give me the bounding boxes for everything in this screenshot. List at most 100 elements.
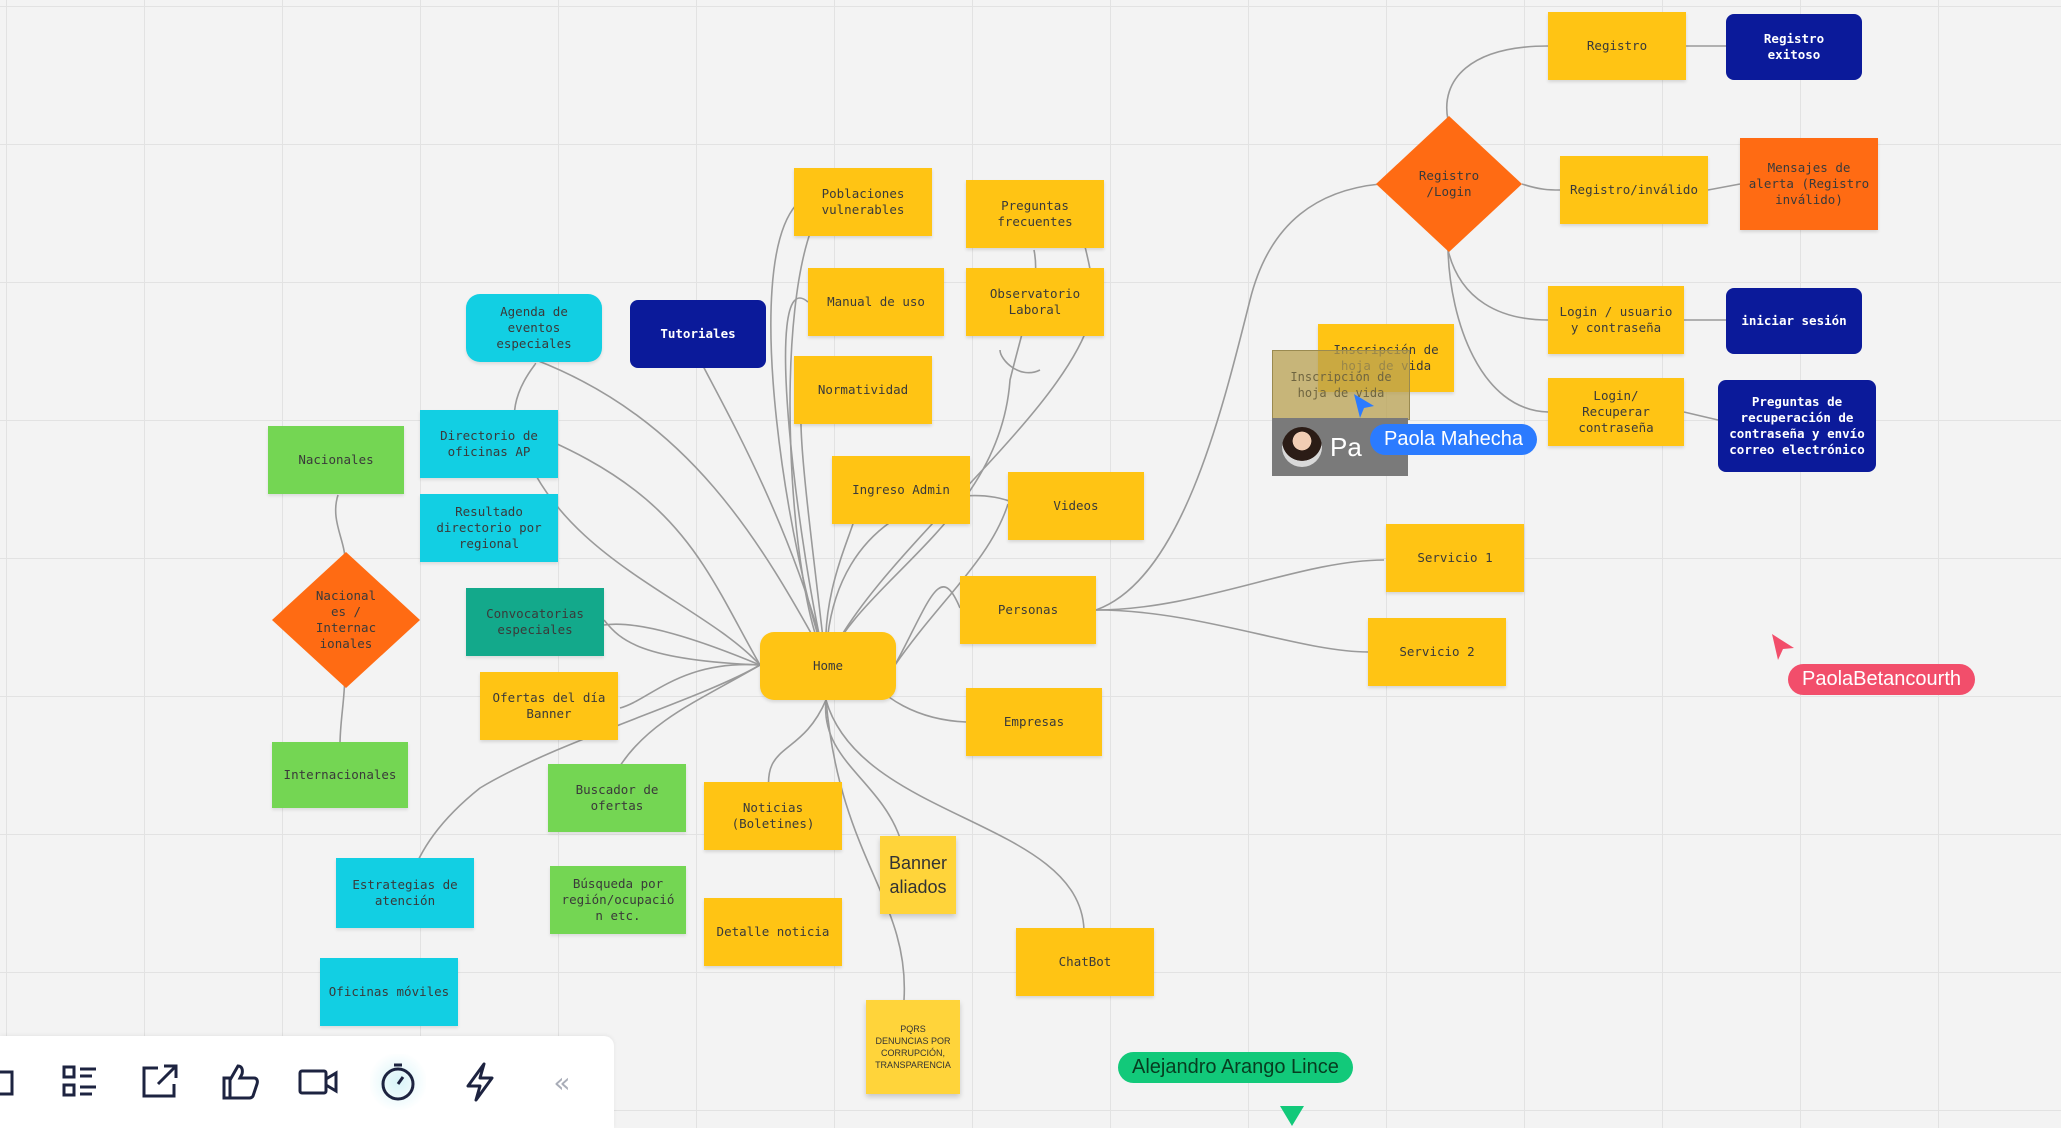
node-registro-label: Registro	[1586, 38, 1648, 53]
node-resultado-directorio-label: Resultado directorio por regional	[436, 504, 542, 551]
diamond-label: Registro /Login	[1418, 168, 1480, 199]
node-convocatorias-label: Convocatorias especiales	[486, 606, 584, 637]
node-mensajes-alerta[interactable]: Mensajes de alerta (Registro inválido)	[1740, 138, 1878, 230]
node-directorio-label: Directorio de oficinas AP	[440, 428, 538, 459]
chevrons-left-icon: «	[553, 1065, 571, 1099]
node-login-usuario-label: Login / usuario y contraseña	[1559, 304, 1673, 335]
collaborator-cursor-alejandro: Alejandro Arango Lince	[1118, 1052, 1353, 1083]
node-preguntas-frecuentes-label: Preguntas frecuentes	[997, 198, 1073, 229]
collaborator-cursor-paola-betancourth: PaolaBetancourth	[1788, 664, 1976, 695]
node-iniciar-sesion[interactable]: iniciar sesión	[1726, 288, 1862, 354]
node-preguntas-recuperacion[interactable]: Preguntas de recuperación de contraseña …	[1718, 380, 1876, 472]
share-icon[interactable]	[132, 1054, 188, 1110]
cursor-arrow-icon	[1280, 1106, 1304, 1126]
node-busqueda-label: Búsqueda por región/ocupación etc.	[561, 876, 675, 923]
node-normatividad-label: Normatividad	[817, 382, 909, 397]
node-preguntas-recuperacion-label: Preguntas de recuperación de contraseña …	[1729, 394, 1865, 457]
node-servicio-1[interactable]: Servicio 1	[1386, 524, 1524, 592]
node-ofertas-dia[interactable]: Ofertas del día Banner	[480, 672, 618, 740]
node-detalle-noticia-label: Detalle noticia	[716, 924, 830, 939]
node-observatorio[interactable]: Observatorio Laboral	[966, 268, 1104, 336]
node-oficinas-moviles-label: Oficinas móviles	[328, 984, 450, 999]
node-videos[interactable]: Videos	[1008, 472, 1144, 540]
bottom-toolbar: «	[0, 1036, 614, 1128]
node-noticias-label: Noticias (Boletines)	[731, 800, 815, 831]
node-servicio-1-label: Servicio 1	[1417, 550, 1493, 565]
node-registro-exitoso-label: Registro exitoso	[1763, 31, 1825, 62]
collapse-toolbar-button[interactable]: «	[534, 1054, 590, 1110]
node-convocatorias[interactable]: Convocatorias especiales	[466, 588, 604, 656]
sticky-banner-aliados[interactable]: Banner aliados	[880, 836, 956, 914]
node-login-usuario[interactable]: Login / usuario y contraseña	[1548, 286, 1684, 354]
node-ingreso-admin[interactable]: Ingreso Admin	[832, 456, 970, 524]
node-agenda-label: Agenda de eventos especiales	[496, 304, 572, 351]
node-manual-label: Manual de uso	[827, 294, 925, 309]
node-nacionales-internacionales-diamond[interactable]: Nacional es / Internac ionales	[272, 552, 420, 688]
node-poblaciones-label: Poblaciones vulnerables	[821, 186, 905, 217]
node-login-recuperar[interactable]: Login/ Recuperar contraseña	[1548, 378, 1684, 446]
avatar-card-name: Pa	[1330, 431, 1362, 462]
sticky-pqrs[interactable]: PQRS DENUNCIAS POR CORRUPCIÓN, TRANSPARE…	[866, 1000, 960, 1094]
node-registro-login-diamond[interactable]: Registro /Login	[1376, 116, 1522, 252]
node-personas-label: Personas	[997, 602, 1059, 617]
node-agenda-eventos[interactable]: Agenda de eventos especiales	[466, 294, 602, 362]
cursor-name: Alejandro Arango Lince	[1132, 1056, 1339, 1078]
node-buscador-ofertas[interactable]: Buscador de ofertas	[548, 764, 686, 832]
node-tutoriales-label: Tutoriales	[660, 326, 736, 341]
node-poblaciones[interactable]: Poblaciones vulnerables	[794, 168, 932, 236]
card-list-icon[interactable]	[52, 1054, 108, 1110]
diamond-label: Nacional es / Internac ionales	[315, 588, 377, 651]
node-registro-exitoso[interactable]: Registro exitoso	[1726, 14, 1862, 80]
sticky-pqrs-label: PQRS DENUNCIAS POR CORRUPCIÓN, TRANSPARE…	[875, 1024, 951, 1070]
cursor-arrow-icon	[1354, 394, 1374, 418]
dragging-ghost-inscripcion[interactable]: Inscripción de hoja de vida	[1272, 350, 1410, 420]
node-videos-label: Videos	[1053, 498, 1099, 513]
node-ofertas-dia-label: Ofertas del día Banner	[492, 690, 606, 721]
node-nacionales-label: Nacionales	[298, 452, 374, 467]
node-nacionales[interactable]: Nacionales	[268, 426, 404, 494]
node-servicio-2[interactable]: Servicio 2	[1368, 618, 1506, 686]
node-observatorio-label: Observatorio Laboral	[989, 286, 1081, 317]
node-resultado-directorio[interactable]: Resultado directorio por regional	[420, 494, 558, 562]
timer-icon[interactable]	[370, 1054, 426, 1110]
node-internacionales[interactable]: Internacionales	[272, 742, 408, 808]
node-iniciar-sesion-label: iniciar sesión	[1741, 313, 1847, 328]
node-manual-uso[interactable]: Manual de uso	[808, 268, 944, 336]
node-tutoriales[interactable]: Tutoriales	[630, 300, 766, 368]
node-empresas-label: Empresas	[1003, 714, 1065, 729]
node-detalle-noticia[interactable]: Detalle noticia	[704, 898, 842, 966]
node-home[interactable]: Home	[760, 632, 896, 700]
node-preguntas-frecuentes[interactable]: Preguntas frecuentes	[966, 180, 1104, 248]
collaborator-cursor-paola-mahecha: Paola Mahecha	[1370, 424, 1537, 455]
node-estrategias-label: Estrategias de atención	[352, 877, 458, 908]
like-icon[interactable]	[212, 1054, 268, 1110]
cursor-name: PaolaBetancourth	[1802, 668, 1962, 690]
node-servicio-2-label: Servicio 2	[1399, 644, 1475, 659]
video-icon[interactable]	[290, 1054, 346, 1110]
node-home-label: Home	[812, 658, 844, 673]
node-login-recuperar-label: Login/ Recuperar contraseña	[1578, 388, 1654, 435]
node-empresas[interactable]: Empresas	[966, 688, 1102, 756]
cursor-name: Paola Mahecha	[1384, 428, 1523, 450]
node-directorio-oficinas[interactable]: Directorio de oficinas AP	[420, 410, 558, 478]
node-noticias[interactable]: Noticias (Boletines)	[704, 782, 842, 850]
lightning-icon[interactable]	[452, 1054, 508, 1110]
node-oficinas-moviles[interactable]: Oficinas móviles	[320, 958, 458, 1026]
frame-icon[interactable]	[0, 1054, 42, 1110]
node-normatividad[interactable]: Normatividad	[794, 356, 932, 424]
node-ingreso-admin-label: Ingreso Admin	[852, 482, 950, 497]
node-internacionales-label: Internacionales	[283, 767, 397, 782]
node-busqueda-region[interactable]: Búsqueda por región/ocupación etc.	[550, 866, 686, 934]
node-mensajes-alerta-label: Mensajes de alerta (Registro inválido)	[1748, 160, 1870, 207]
node-chatbot-label: ChatBot	[1058, 954, 1112, 969]
node-buscador-label: Buscador de ofertas	[575, 782, 659, 813]
node-registro-invalido[interactable]: Registro/inválido	[1560, 156, 1708, 224]
node-registro-invalido-label: Registro/inválido	[1570, 182, 1698, 197]
ghost-label: Inscripción de hoja de vida	[1290, 370, 1392, 400]
node-registro[interactable]: Registro	[1548, 12, 1686, 80]
node-estrategias-atencion[interactable]: Estrategias de atención	[336, 858, 474, 928]
sticky-banner-aliados-label: Banner aliados	[888, 853, 948, 897]
node-personas[interactable]: Personas	[960, 576, 1096, 644]
node-chatbot[interactable]: ChatBot	[1016, 928, 1154, 996]
